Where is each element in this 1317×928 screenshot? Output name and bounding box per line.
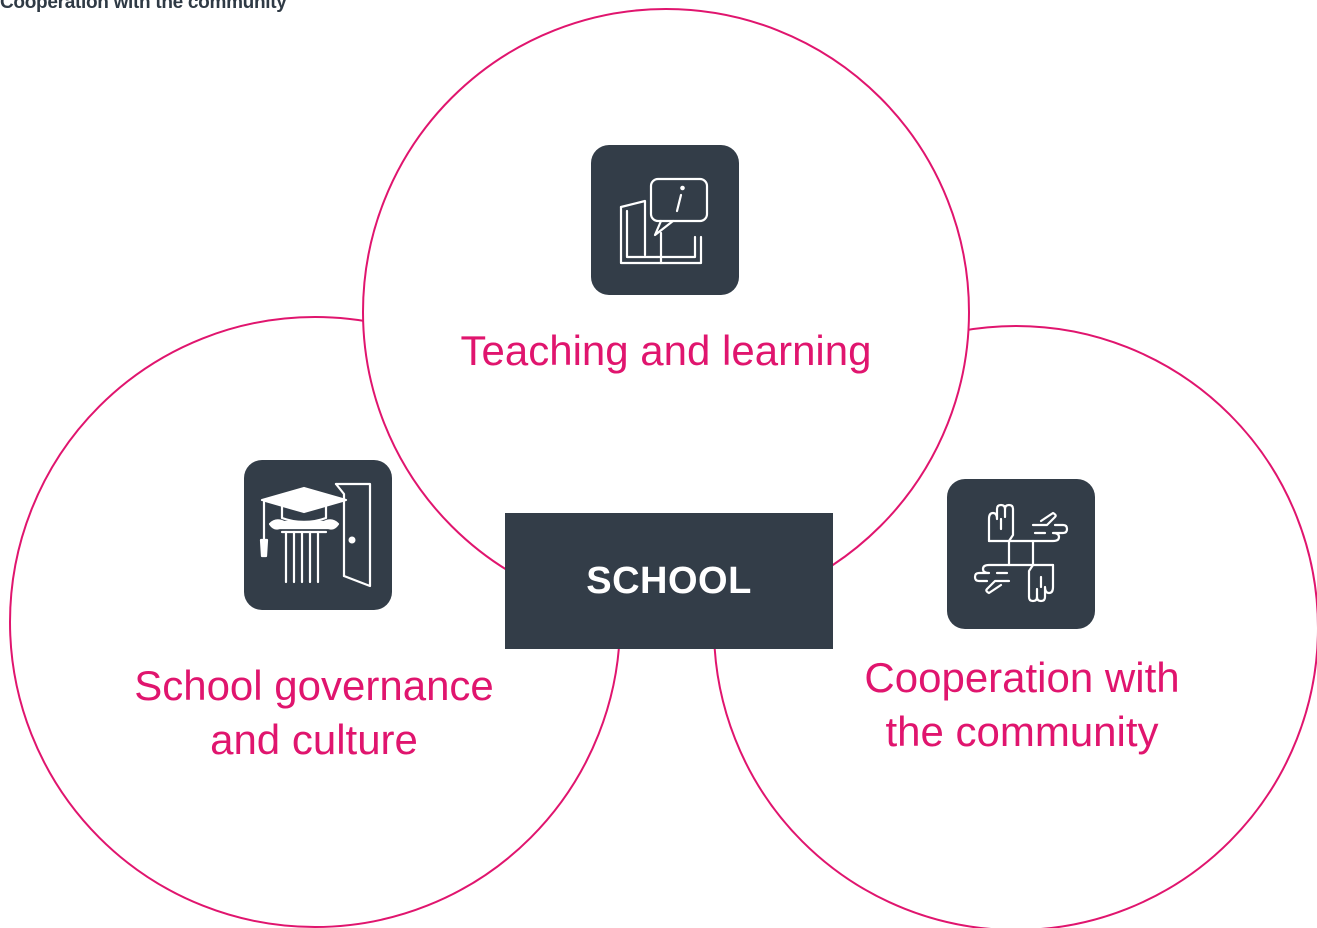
joined-hands-icon [973,503,1069,603]
teaching-icon-tile [591,145,739,295]
governance-label-line-1: School governance [134,662,494,709]
cooperation-label-line-2: the community [885,708,1159,755]
governance-label: School governance and culture [64,659,564,767]
teaching-label-line-1: Teaching and learning [460,327,872,374]
cooperation-icon-tile [947,479,1095,629]
book-info-icon [619,177,709,265]
cooperation-label: Cooperation with the community [772,651,1272,759]
governance-label-line-2: and culture [210,716,418,763]
school-label: SCHOOL [586,559,752,602]
cooperation-label-line-1: Cooperation with [864,654,1180,701]
top-caption: Cooperation with the community [0,0,287,13]
graduation-pillar-icon [259,482,372,588]
school-center-box: SCHOOL [505,513,833,649]
teaching-label: Teaching and learning [388,324,944,378]
governance-icon-tile [244,460,392,610]
